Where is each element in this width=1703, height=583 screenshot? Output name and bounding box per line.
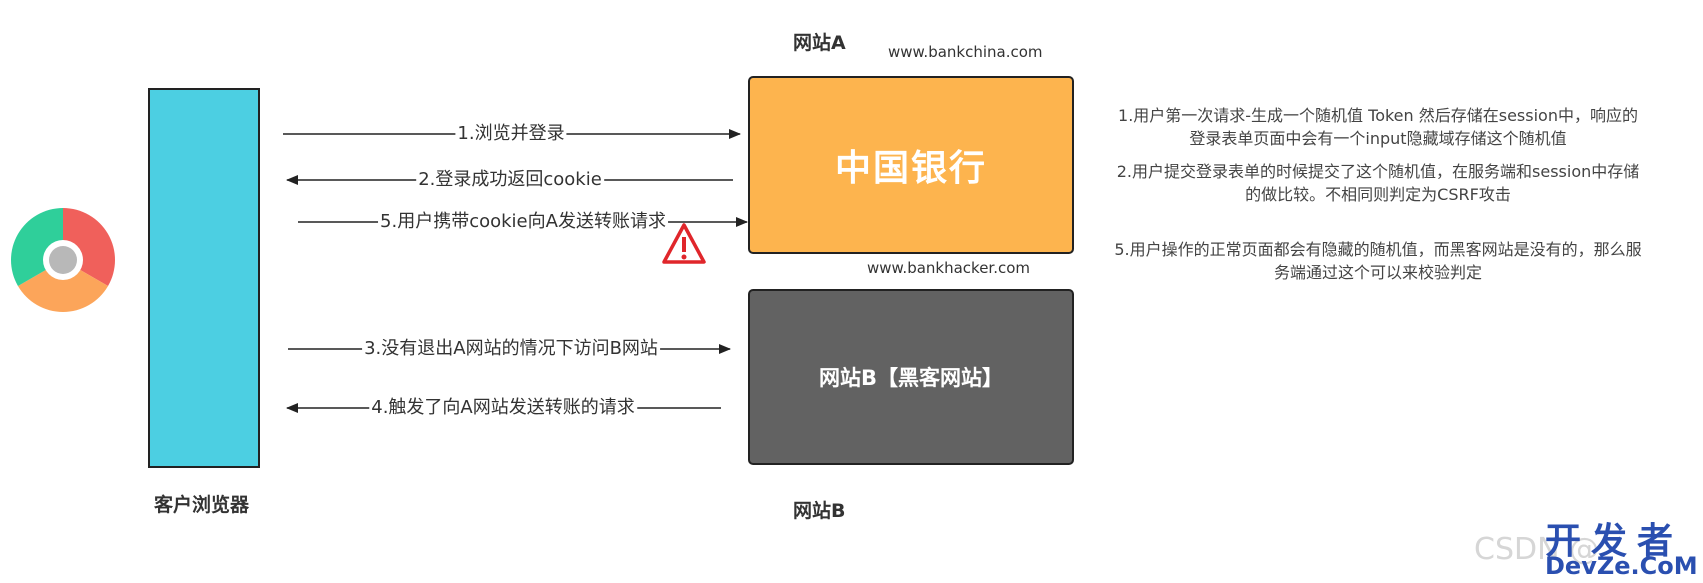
watermark-csdn: CSDN @ <box>1474 532 1600 567</box>
note-2-line-2: 的做比较。不相同则判定为CSRF攻击 <box>1245 185 1511 204</box>
watermark-brand-bottom: DevZe.CoM <box>1545 552 1698 580</box>
note-1: 1.用户第一次请求-生成一个随机值 Token 然后存储在session中，响应… <box>1078 104 1678 150</box>
site-a-box: 中国银行 <box>748 76 1074 254</box>
watermark-brand-top: 开发者 <box>1545 521 1684 562</box>
arrow-label-3: 3.没有退出A网站的情况下访问B网站 <box>362 338 660 360</box>
arrow-label-1: 1.浏览并登录 <box>455 123 567 145</box>
chrome-icon <box>11 208 115 312</box>
note-2: 2.用户提交登录表单的时候提交了这个随机值，在服务端和session中存储 的做… <box>1078 160 1678 206</box>
site-a-name: 中国银行 <box>834 148 987 189</box>
client-browser-label: 客户浏览器 <box>154 494 250 516</box>
arrow-label-4: 4.触发了向A网站发送转账的请求 <box>369 397 637 419</box>
note-1-line-1: 1.用户第一次请求-生成一个随机值 Token 然后存储在session中，响应… <box>1118 106 1638 125</box>
warning-triangle-icon <box>662 223 706 264</box>
site-b-heading: 网站B <box>793 500 846 522</box>
site-a-url: www.bankchina.com <box>888 43 1043 61</box>
site-b-url: www.bankhacker.com <box>867 259 1031 277</box>
arrow-label-5: 5.用户携带cookie向A发送转账请求 <box>378 211 668 233</box>
site-b-name: 网站B【黑客网站】 <box>818 366 1003 390</box>
site-a-heading: 网站A <box>793 32 846 54</box>
note-5-line-2: 务端通过这个可以来校验判定 <box>1273 263 1482 282</box>
client-browser-bar <box>148 88 260 468</box>
note-2-line-1: 2.用户提交登录表单的时候提交了这个随机值，在服务端和session中存储 <box>1116 162 1640 181</box>
note-5: 5.用户操作的正常页面都会有隐藏的随机值，而黑客网站是没有的，那么服 务端通过这… <box>1078 238 1678 284</box>
site-b-box: 网站B【黑客网站】 <box>748 289 1074 465</box>
note-1-line-2: 登录表单页面中会有一个input隐藏域存储这个随机值 <box>1189 129 1567 148</box>
note-5-line-1: 5.用户操作的正常页面都会有隐藏的随机值，而黑客网站是没有的，那么服 <box>1114 240 1642 259</box>
arrow-label-2: 2.登录成功返回cookie <box>416 169 604 191</box>
